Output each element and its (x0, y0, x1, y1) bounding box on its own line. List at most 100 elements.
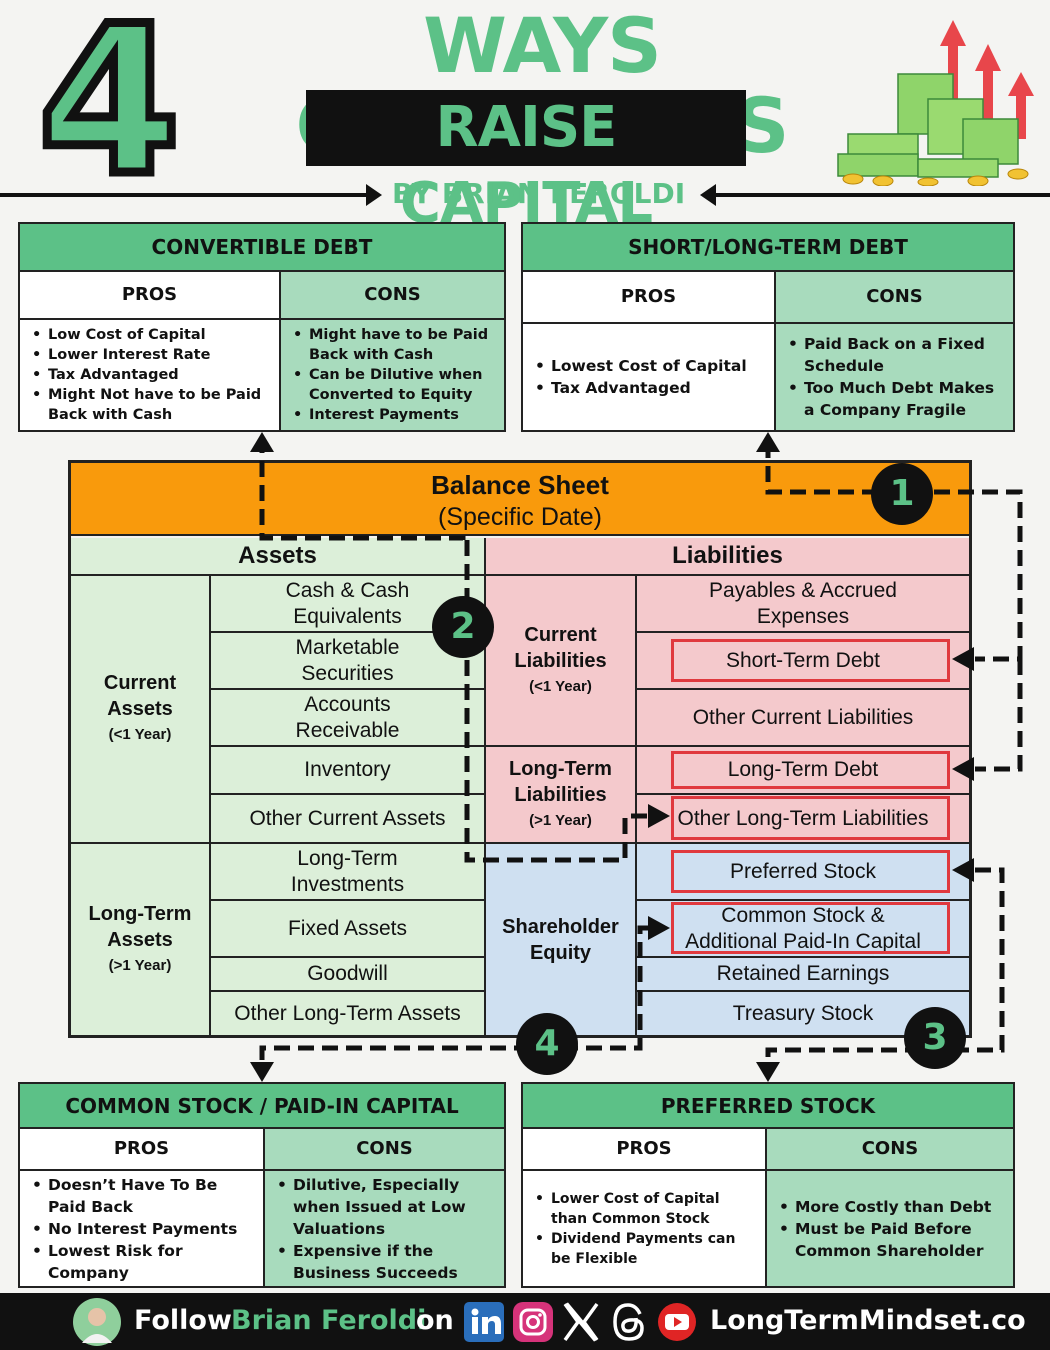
pros-header: PROS (523, 1129, 765, 1171)
highlight-long-term-debt (671, 751, 950, 789)
highlight-common-stock (671, 902, 950, 954)
grid-line (211, 745, 484, 747)
arrowhead-left-icon (952, 647, 974, 671)
asset-row: Cash & Cash Equivalents (211, 576, 484, 631)
cons-item: Might have to be Paid Back with Cash (291, 325, 498, 365)
equity-row: Treasury Stock (637, 992, 969, 1035)
arrow-path-3-to-preferred-card (765, 867, 1005, 1065)
assets-heading: Assets (71, 538, 484, 574)
linkedin-icon[interactable] (464, 1302, 504, 1342)
arrowhead-right-icon (648, 916, 670, 940)
grid-line (71, 842, 484, 844)
grid-line (635, 576, 637, 1035)
asset-row: Goodwill (211, 958, 484, 990)
coin-icon (842, 168, 1029, 186)
cons-item: Paid Back on a Fixed Schedule (786, 333, 1007, 377)
byline: BY BRIAN FEROLDI (0, 174, 1050, 214)
title-line-2: RAISE CAPITAL (306, 90, 746, 236)
pros-item: No Interest Payments (30, 1218, 257, 1240)
cons-list: Might have to be Paid Back with Cash Can… (281, 320, 504, 430)
asset-row: Inventory (211, 747, 484, 793)
step-marker-2: 2 (432, 596, 494, 658)
grid-line (637, 631, 969, 633)
card-common-stock: COMMON STOCK / PAID-IN CAPITAL PROS CONS… (18, 1082, 506, 1288)
grid-line (211, 688, 484, 690)
arrow-path-2-to-convertible-card (259, 448, 466, 541)
grid-line (209, 576, 211, 1035)
arrow-left-icon (700, 184, 716, 206)
long-term-assets-group: Long-Term Assets (>1 Year) (71, 844, 209, 1035)
current-assets-sub: (<1 Year) (108, 726, 172, 743)
grid-line (484, 538, 486, 1035)
highlight-other-long-term-liabilities (671, 796, 950, 840)
footer-name[interactable]: Brian Feroldi (231, 1305, 427, 1336)
arrow-right-icon (366, 184, 382, 206)
grid-line (71, 574, 969, 576)
arrowhead-left-icon (952, 757, 974, 781)
shareholder-equity-label: Shareholder Equity (486, 844, 635, 1035)
arrow-path-4-to-common-card (259, 925, 650, 1065)
card-title: SHORT/LONG-TERM DEBT (523, 224, 1013, 272)
pros-item: Low Cost of Capital (30, 325, 273, 345)
current-assets-label: Current Assets (103, 672, 177, 720)
step-marker-3: 3 (904, 1007, 966, 1069)
asset-row: Other Long-Term Assets (211, 992, 484, 1035)
cons-header: CONS (265, 1129, 504, 1171)
grid-line (637, 688, 969, 690)
cons-item: Expensive if the Business Succeeds (275, 1240, 498, 1284)
grid-line (486, 842, 969, 844)
money-stack-illustration (837, 20, 1034, 186)
liability-row: Other Current Liabilities (637, 690, 969, 745)
card-debt: SHORT/LONG-TERM DEBT PROS CONS Lowest Co… (521, 222, 1015, 432)
pros-list: Lowest Cost of Capital Tax Advantaged (523, 324, 774, 430)
byline-rule-left (0, 193, 372, 197)
equity-row: Common Stock & Additional Paid-In Capita… (637, 901, 969, 956)
card-title: CONVERTIBLE DEBT (20, 224, 504, 272)
cons-item: Dilutive, Especially when Issued at Low … (275, 1174, 498, 1240)
arrow-path-1-to-short-term-debt (934, 489, 1023, 662)
cons-item: Must be Paid Before Common Shareholder (777, 1218, 1007, 1262)
arrow-path-1-to-debt-card (765, 448, 902, 495)
liability-row: Payables & Accrued Expenses (637, 576, 969, 631)
x-icon[interactable] (562, 1302, 600, 1342)
grid-line (211, 631, 484, 633)
byline-text: BY BRIAN FEROLDI (392, 177, 686, 210)
grid-line (211, 793, 484, 795)
cash-stack-icon (837, 73, 1019, 178)
cons-header: CONS (281, 272, 504, 320)
pros-list: Low Cost of Capital Lower Interest Rate … (20, 320, 279, 430)
instagram-icon[interactable] (512, 1302, 554, 1342)
equity-row: Retained Earnings (637, 958, 969, 990)
grid-line (637, 793, 969, 795)
footer-website-link[interactable]: LongTermMindset.co (710, 1305, 1026, 1336)
grid-line (211, 956, 484, 958)
arrowhead-right-icon (648, 804, 670, 828)
asset-row: Other Current Assets (211, 795, 484, 842)
arrowhead-left-icon (952, 858, 974, 882)
card-title: PREFERRED STOCK (523, 1084, 1013, 1129)
pros-header: PROS (523, 272, 774, 324)
grid-line (486, 745, 969, 747)
arrowhead-down-icon (756, 1062, 780, 1082)
grid-line (637, 990, 969, 992)
pros-item: Lower Cost of Capital than Common Stock (533, 1189, 759, 1229)
footer-on: on (416, 1305, 454, 1336)
arrow-path-1-to-long-term-debt (975, 659, 1023, 772)
cons-header: CONS (767, 1129, 1013, 1171)
liabilities-heading: Liabilities (486, 538, 969, 574)
youtube-icon[interactable] (656, 1302, 698, 1342)
liability-row: Other Long-Term Liabilities (637, 795, 969, 842)
balance-sheet-header: Balance Sheet (Specific Date) (71, 463, 969, 536)
big-number-four: 4 (34, 0, 186, 221)
cons-list: More Costly than Debt Must be Paid Befor… (767, 1171, 1013, 1286)
pros-item: Tax Advantaged (30, 365, 273, 385)
pros-item: Doesn’t Have To Be Paid Back (30, 1174, 257, 1218)
column-divider (765, 1129, 767, 1286)
equity-row: Preferred Stock (637, 844, 969, 899)
threads-icon[interactable] (610, 1302, 648, 1342)
cons-list: Paid Back on a Fixed Schedule Too Much D… (776, 324, 1013, 430)
long-term-liabilities-sub: (>1 Year) (529, 811, 592, 829)
grid-line (211, 899, 484, 901)
arrowhead-down-icon (250, 1062, 274, 1082)
